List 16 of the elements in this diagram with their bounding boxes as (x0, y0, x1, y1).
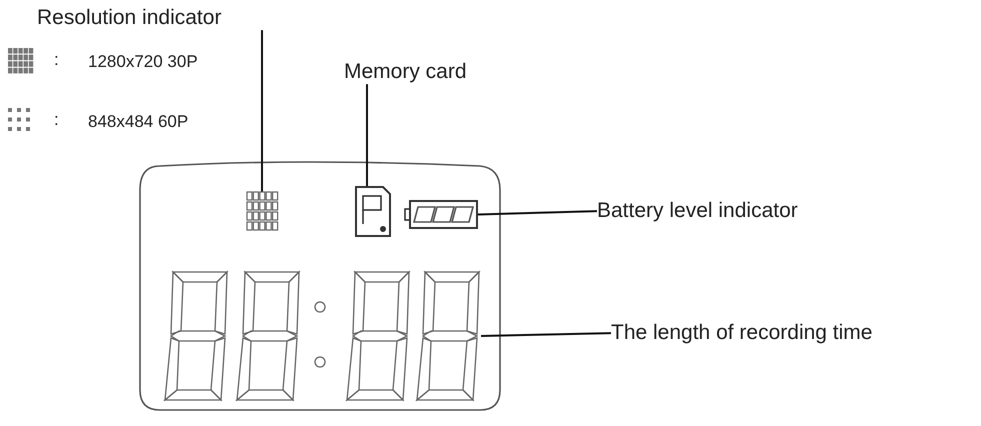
battery-icon (404, 200, 478, 229)
colon-text: : (54, 110, 59, 130)
memory-card-icon (355, 186, 391, 237)
leader-line (366, 84, 368, 186)
resolution-text: 848x484 60P (88, 112, 188, 132)
leader-line (478, 210, 598, 216)
callout-label: Memory card (344, 60, 467, 84)
leader-line (261, 30, 263, 192)
colon-text: : (54, 50, 59, 70)
resolution-text: 1280x720 30P (88, 52, 198, 72)
seven-segment-display (163, 270, 481, 402)
callout-label: The length of recording time (611, 321, 872, 346)
callout-label: Battery level indicator (597, 199, 798, 224)
callout-label: Resolution indicator (37, 6, 222, 30)
resolution-grid-icon (247, 192, 279, 232)
leader-line (480, 332, 612, 337)
